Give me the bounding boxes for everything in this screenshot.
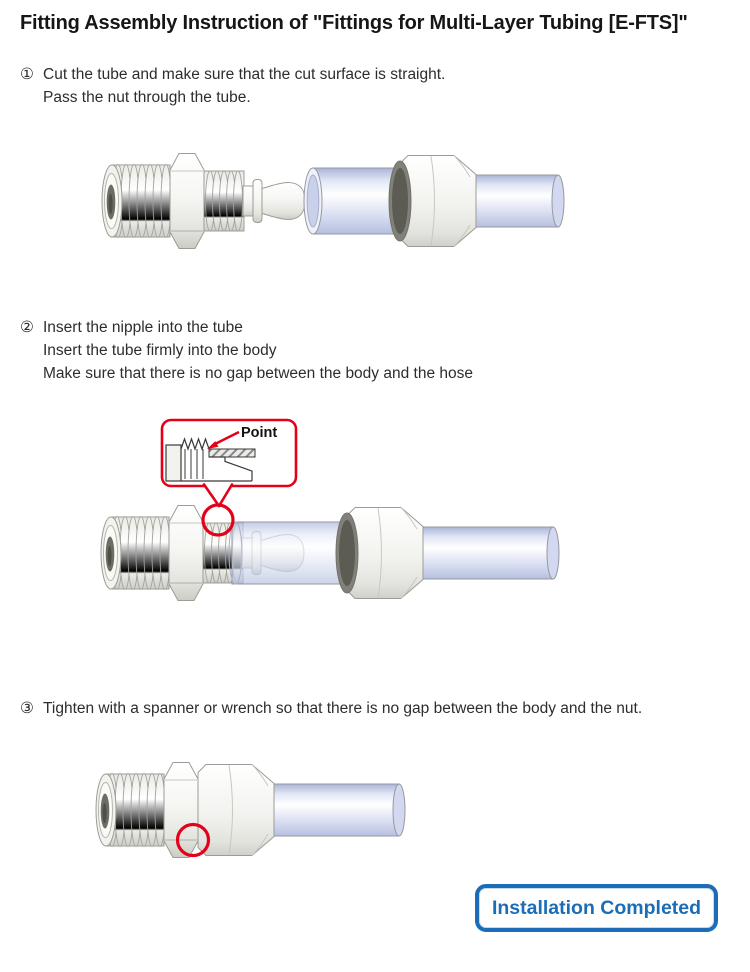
step-1-number: ① [20, 66, 34, 83]
instruction-line: Insert the nipple into the tube [43, 319, 243, 336]
highlight-circle [175, 822, 211, 858]
step3-illustration [95, 762, 406, 858]
page-title: Fitting Assembly Instruction of "Fitting… [20, 12, 688, 34]
fitting-body-drawing [102, 154, 305, 249]
instruction-line: Insert the tube firmly into the body [43, 342, 277, 359]
cross-section-drawing [165, 437, 256, 482]
step1-illustration [90, 133, 565, 269]
tube-with-nut-drawing [303, 155, 565, 247]
step2-illustration: Point [85, 418, 560, 623]
instruction-line: Pass the nut through the tube. [43, 89, 251, 106]
step-1-text: Cut the tube and make sure that the cut … [43, 63, 445, 109]
point-callout: Point [160, 418, 298, 508]
instruction-line: Tighten with a spanner or wrench so that… [43, 700, 643, 717]
installation-completed-button[interactable]: Installation Completed [475, 884, 718, 932]
assembled-fitting-drawing [95, 762, 406, 858]
step-3-number: ③ [20, 700, 34, 717]
instruction-line: Make sure that there is no gap between t… [43, 365, 473, 382]
point-arrowhead [207, 441, 219, 449]
instruction-line: Cut the tube and make sure that the cut … [43, 66, 446, 83]
step-2-number: ② [20, 319, 34, 336]
step-3-text: Tighten with a spanner or wrench so that… [43, 697, 642, 720]
tube-drawing [228, 507, 560, 599]
step-1: ① Cut the tube and make sure that the cu… [20, 63, 445, 109]
step-3: ③ Tighten with a spanner or wrench so th… [20, 697, 642, 720]
point-label: Point [241, 425, 277, 441]
point-arrow [212, 430, 240, 447]
step-2: ② Insert the nipple into the tube Insert… [20, 316, 473, 385]
step-2-text: Insert the nipple into the tube Insert t… [43, 316, 473, 385]
